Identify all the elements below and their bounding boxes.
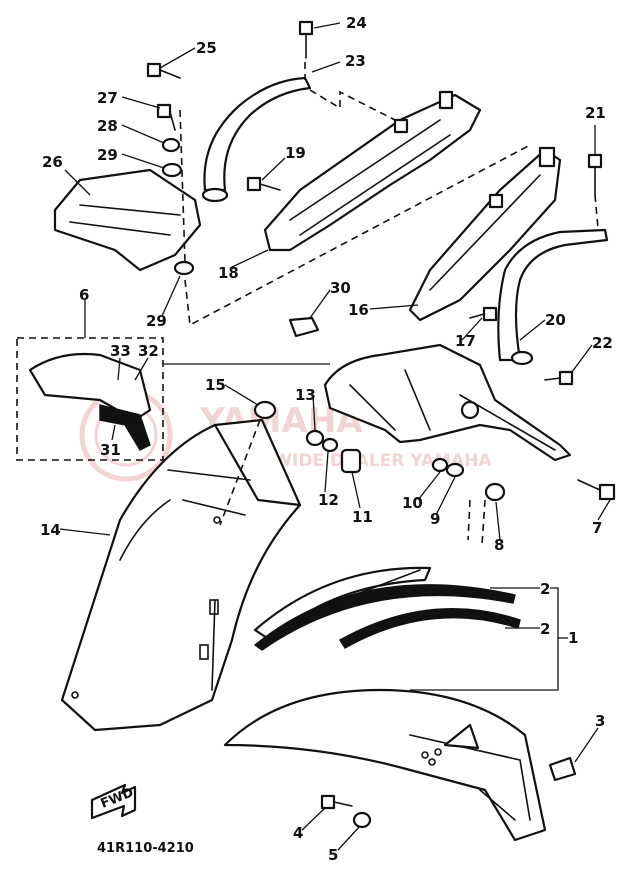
callout-28: 28 xyxy=(97,117,118,135)
callout-6: 6 xyxy=(79,286,89,304)
callout-18: 18 xyxy=(218,264,239,282)
callout-12: 12 xyxy=(318,491,339,509)
callout-26: 26 xyxy=(42,153,63,171)
fender-bracket xyxy=(323,343,572,462)
callout-31: 31 xyxy=(100,441,121,459)
rear-fender xyxy=(223,688,547,842)
callout-27: 27 xyxy=(97,89,118,107)
callout-numbers: 24 25 23 27 28 29 26 19 21 18 29 30 16 2… xyxy=(40,14,613,864)
callout-21: 21 xyxy=(585,104,606,122)
callout-8: 8 xyxy=(494,536,504,554)
leader-lines xyxy=(59,22,611,851)
callout-17: 17 xyxy=(455,332,476,350)
catalog-code: 41R110-4210 xyxy=(97,841,194,856)
assembly-lines xyxy=(179,62,599,526)
grab-bar-right xyxy=(497,228,609,366)
callout-13: 13 xyxy=(295,386,316,404)
forward-arrow: FWD xyxy=(90,783,137,820)
callout-3: 3 xyxy=(595,712,605,730)
callout-19: 19 xyxy=(285,144,306,162)
callout-1: 1 xyxy=(568,629,578,647)
tool-tray xyxy=(53,168,202,272)
callout-24: 24 xyxy=(346,14,367,32)
callout-32: 32 xyxy=(138,342,159,360)
callout-4: 4 xyxy=(293,824,303,842)
grab-bar-left xyxy=(201,76,312,203)
fender-trim-strips xyxy=(253,566,521,651)
callout-15: 15 xyxy=(205,376,226,394)
callout-33: 33 xyxy=(110,342,131,360)
callout-29-bottom: 29 xyxy=(146,312,167,330)
callout-10: 10 xyxy=(402,494,423,512)
callout-9: 9 xyxy=(430,510,440,528)
seat-rail-right xyxy=(408,146,562,322)
callout-7: 7 xyxy=(592,519,602,537)
inset-detail-6 xyxy=(16,337,330,461)
callout-2-lower: 2 xyxy=(540,620,550,638)
callout-30: 30 xyxy=(330,279,351,297)
callout-5: 5 xyxy=(328,846,338,864)
callout-2-upper: 2 xyxy=(540,580,550,598)
callout-23: 23 xyxy=(345,52,366,70)
callout-14: 14 xyxy=(40,521,61,539)
callout-22: 22 xyxy=(592,334,613,352)
callout-29-top: 29 xyxy=(97,146,118,164)
seat-rail-left xyxy=(263,90,482,252)
callout-20: 20 xyxy=(545,311,566,329)
hardware xyxy=(146,20,616,829)
callout-16: 16 xyxy=(348,301,369,319)
callout-11: 11 xyxy=(352,508,373,526)
front-fender xyxy=(60,418,302,732)
callout-25: 25 xyxy=(196,39,217,57)
